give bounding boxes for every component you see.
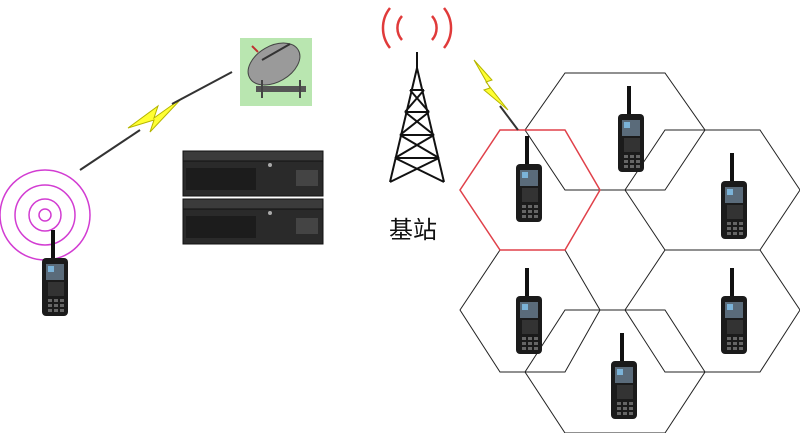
cell-radios — [516, 86, 747, 419]
tower-signal-arcs — [381, 7, 453, 49]
handheld-radio-icon — [611, 333, 637, 419]
repeater-rack-icon — [182, 150, 324, 245]
hex-cell-lower-right — [624, 249, 800, 373]
radio-tower-icon — [389, 52, 445, 183]
hex-cell-bottom — [524, 309, 706, 433]
satellite-dish-icon — [240, 38, 312, 106]
base-station-label: 基站 — [389, 216, 437, 244]
handheld-radio-icon — [618, 86, 644, 172]
lightning-link-icon — [79, 71, 233, 171]
hex-cell-top — [524, 72, 706, 191]
handheld-radio-icon — [721, 268, 747, 354]
handheld-radio-icon — [516, 268, 542, 354]
handheld-radio-icon — [42, 230, 68, 316]
lightning-link-icon — [473, 59, 519, 131]
hex-cell-highlighted — [459, 129, 601, 251]
signal-rings-icon — [0, 169, 91, 261]
handheld-radio-icon — [721, 153, 747, 239]
hex-cell-grid — [459, 72, 800, 433]
